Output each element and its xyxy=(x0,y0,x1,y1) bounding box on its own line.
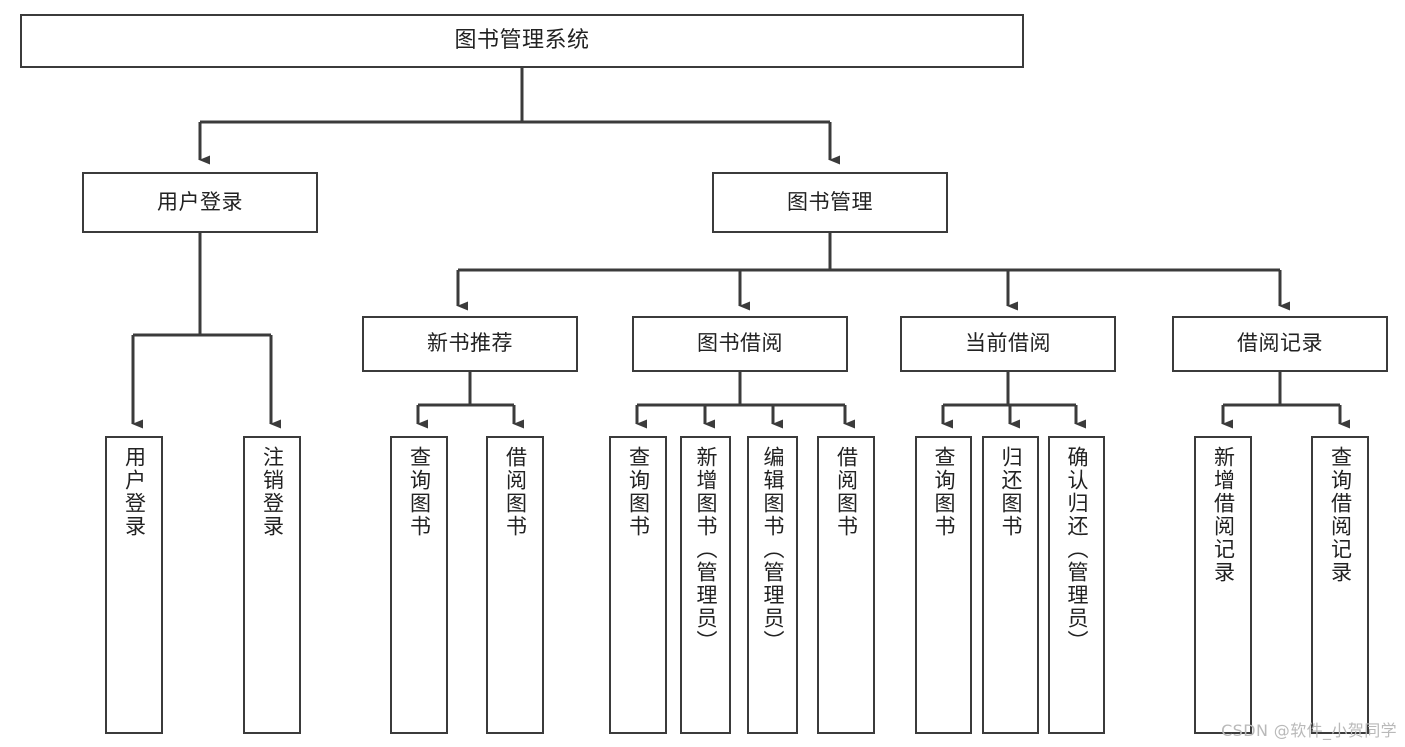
node-label: 新增图书（管理员） xyxy=(694,446,718,653)
leaf-record-add-record[interactable]: 新增借阅记录 xyxy=(1194,436,1252,734)
node-label: 当前借阅 xyxy=(965,331,1051,356)
leaf-borrow-add-book-admin[interactable]: 新增图书（管理员） xyxy=(680,436,731,734)
leaf-recommend-borrow-book[interactable]: 借阅图书 xyxy=(486,436,544,734)
node-label: 图书借阅 xyxy=(697,331,783,356)
node-current-borrow[interactable]: 当前借阅 xyxy=(900,316,1116,372)
node-label: 用户登录 xyxy=(157,189,243,214)
leaf-user-login-logout[interactable]: 注销登录 xyxy=(243,436,301,734)
node-label: 新书推荐 xyxy=(427,331,513,356)
leaf-current-query-book[interactable]: 查询图书 xyxy=(915,436,972,734)
node-label: 查询借阅记录 xyxy=(1328,446,1353,584)
node-label: 借阅图书 xyxy=(503,446,528,538)
leaf-recommend-query-book[interactable]: 查询图书 xyxy=(390,436,448,734)
node-root-system[interactable]: 图书管理系统 xyxy=(20,14,1024,68)
watermark: CSDN @软件_小贺同学 xyxy=(1221,721,1397,740)
node-book-management[interactable]: 图书管理 xyxy=(712,172,948,233)
node-label: 确认归还（管理员） xyxy=(1065,446,1089,653)
node-new-book-recommend[interactable]: 新书推荐 xyxy=(362,316,578,372)
leaf-record-query-record[interactable]: 查询借阅记录 xyxy=(1311,436,1369,734)
node-label: 注销登录 xyxy=(260,446,285,538)
node-borrow-record[interactable]: 借阅记录 xyxy=(1172,316,1388,372)
leaf-current-return-book[interactable]: 归还图书 xyxy=(982,436,1039,734)
node-label: 查询图书 xyxy=(932,446,956,538)
leaf-borrow-edit-book-admin[interactable]: 编辑图书（管理员） xyxy=(747,436,798,734)
node-label: 新增借阅记录 xyxy=(1211,446,1236,584)
node-label: 查询图书 xyxy=(626,446,651,538)
node-label: 借阅记录 xyxy=(1237,331,1323,356)
node-label: 用户登录 xyxy=(122,446,147,538)
node-label: 编辑图书（管理员） xyxy=(761,446,785,653)
node-label: 借阅图书 xyxy=(834,446,859,538)
node-user-login[interactable]: 用户登录 xyxy=(82,172,318,233)
node-label: 归还图书 xyxy=(999,446,1023,538)
node-book-borrow[interactable]: 图书借阅 xyxy=(632,316,848,372)
leaf-borrow-query-book[interactable]: 查询图书 xyxy=(609,436,667,734)
leaf-borrow-borrow-book[interactable]: 借阅图书 xyxy=(817,436,875,734)
node-label: 图书管理 xyxy=(787,189,873,214)
node-label: 查询图书 xyxy=(407,446,432,538)
leaf-user-login-login[interactable]: 用户登录 xyxy=(105,436,163,734)
node-label: 图书管理系统 xyxy=(454,27,590,53)
leaf-current-confirm-return-admin[interactable]: 确认归还（管理员） xyxy=(1048,436,1105,734)
